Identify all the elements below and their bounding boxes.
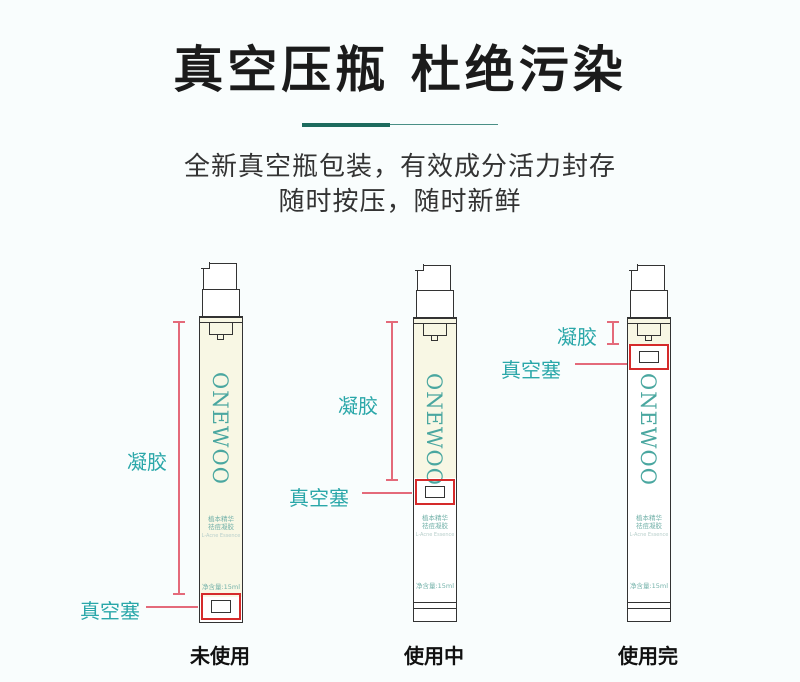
pump-neck-icon — [630, 290, 668, 318]
bottle-body: ONEWOO 植本精华 祛痘凝胶 L-Acne Essence 净含量:15ml — [627, 317, 671, 622]
vacuum-piston — [629, 344, 669, 370]
valve-stem-icon — [217, 334, 224, 340]
gel-label: 凝胶 — [127, 450, 167, 474]
pump-neck-icon — [202, 289, 240, 317]
range-cap-bottom — [386, 479, 398, 481]
volume-text: 净含量:15ml — [629, 582, 669, 590]
gel-label: 凝胶 — [557, 325, 597, 349]
caption-unused: 未使用 — [190, 644, 250, 668]
volume-text: 净含量:15ml — [415, 582, 455, 590]
product-name-2: 祛痘凝胶 — [422, 522, 448, 530]
valve-stem-icon — [431, 335, 438, 341]
range-cap-bottom — [607, 343, 619, 345]
piston-label: 真空塞 — [80, 599, 140, 623]
product-en: L-Acne Essence — [415, 532, 455, 538]
product-name-2: 祛痘凝胶 — [636, 522, 662, 530]
piston-pointer-line — [362, 492, 412, 494]
vacuum-piston — [415, 479, 455, 505]
gel-range-line — [612, 322, 614, 344]
pump-nozzle-icon — [415, 264, 424, 271]
divider-thin — [390, 124, 498, 125]
caption-in-use: 使用中 — [404, 644, 464, 668]
gel-range-line — [178, 322, 180, 594]
subtitle-line2: 随时按压，随时新鲜 — [278, 187, 522, 217]
piston-pointer-line — [146, 606, 198, 608]
base-band — [414, 602, 456, 609]
gel-label: 凝胶 — [338, 394, 378, 418]
bottle-body: ONEWOO 植本精华 祛痘凝胶 L-Acne Essence 净含量:15ml — [413, 317, 457, 622]
divider-thick — [302, 123, 390, 127]
product-en: L-Acne Essence — [201, 533, 241, 539]
range-cap-bottom — [173, 593, 185, 595]
brand-text: ONEWOO — [636, 373, 660, 486]
product-en: L-Acne Essence — [629, 532, 669, 538]
base-band — [628, 602, 670, 609]
product-name-1: 植本精华 — [422, 514, 448, 522]
caption-empty: 使用完 — [618, 644, 678, 668]
piston-icon — [639, 351, 659, 363]
range-cap-top — [173, 321, 185, 323]
pump-nozzle-icon — [629, 264, 638, 271]
product-name-1: 植本精华 — [208, 515, 234, 523]
bottle-body: ONEWOO 植本精华 祛痘凝胶 L-Acne Essence 净含量:15ml — [199, 316, 243, 623]
pump-neck-icon — [416, 290, 454, 318]
brand-text: ONEWOO — [208, 372, 232, 485]
page-title: 真空压瓶 杜绝污染 — [173, 41, 627, 99]
pump-nozzle-icon — [201, 262, 210, 269]
valve-stem-icon — [645, 335, 652, 341]
gel-fill — [200, 317, 242, 597]
range-cap-top — [386, 321, 398, 323]
title-divider — [302, 123, 498, 127]
piston-label: 真空塞 — [501, 358, 561, 382]
piston-icon — [425, 486, 445, 498]
piston-label: 真空塞 — [289, 486, 349, 510]
vacuum-piston — [201, 593, 241, 620]
product-name-1: 植本精华 — [636, 514, 662, 522]
brand-text: ONEWOO — [422, 373, 446, 486]
gel-fill — [414, 318, 456, 478]
volume-text: 净含量:15ml — [201, 583, 241, 591]
piston-pointer-line — [575, 363, 627, 365]
subtitle-line1: 全新真空瓶包装，有效成分活力封存 — [183, 152, 616, 182]
piston-icon — [211, 600, 231, 613]
range-cap-top — [607, 321, 619, 323]
gel-range-line — [391, 322, 393, 480]
product-name-2: 祛痘凝胶 — [208, 523, 234, 531]
